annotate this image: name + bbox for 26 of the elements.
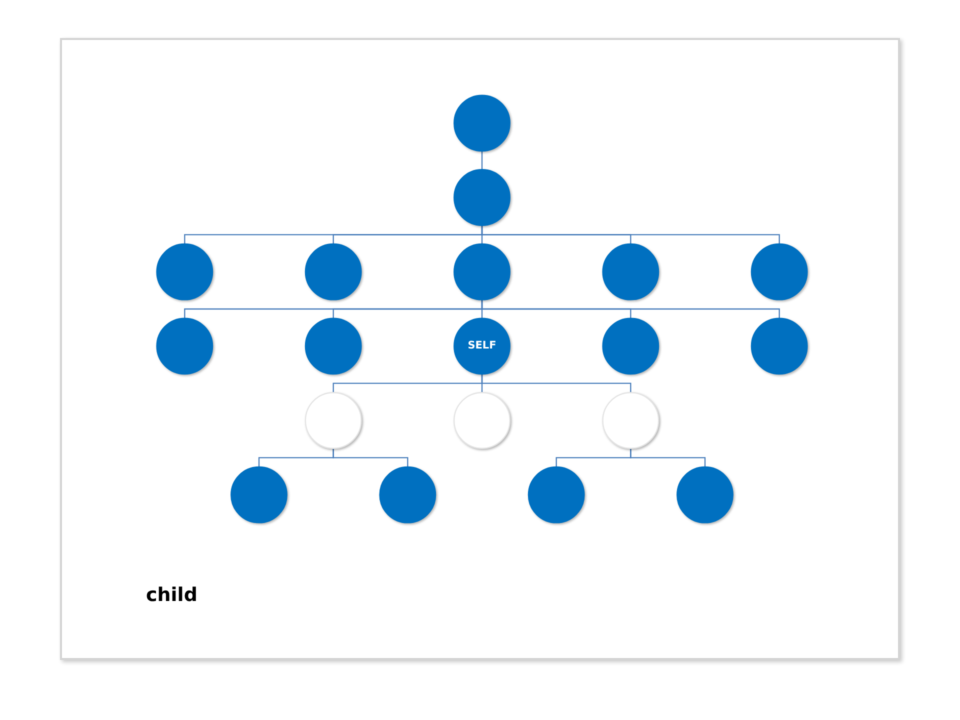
connector-line — [630, 448, 706, 467]
label-text: child — [146, 584, 198, 606]
circle-node — [602, 318, 660, 375]
circle-node — [304, 392, 362, 449]
circle-node: SELF — [454, 318, 510, 375]
connector-line — [481, 300, 780, 318]
circle-node — [156, 243, 214, 300]
circle-node — [230, 466, 288, 524]
circle-node — [528, 466, 585, 524]
circle-node — [304, 318, 362, 375]
circle-node — [454, 243, 510, 300]
circle-node — [676, 466, 734, 524]
circle-node — [750, 318, 808, 375]
circle-node — [304, 243, 362, 300]
circle-node — [454, 169, 510, 226]
circle-node — [454, 94, 510, 152]
circle-node — [602, 392, 660, 449]
circle-node — [156, 318, 214, 375]
connector-line — [481, 151, 483, 170]
circle-node — [750, 243, 808, 300]
circle-node — [454, 392, 510, 449]
circle-node — [602, 243, 660, 300]
circle-node — [379, 466, 436, 524]
connector-line — [481, 374, 632, 393]
connector-line — [481, 225, 780, 244]
connector-line — [332, 448, 408, 467]
